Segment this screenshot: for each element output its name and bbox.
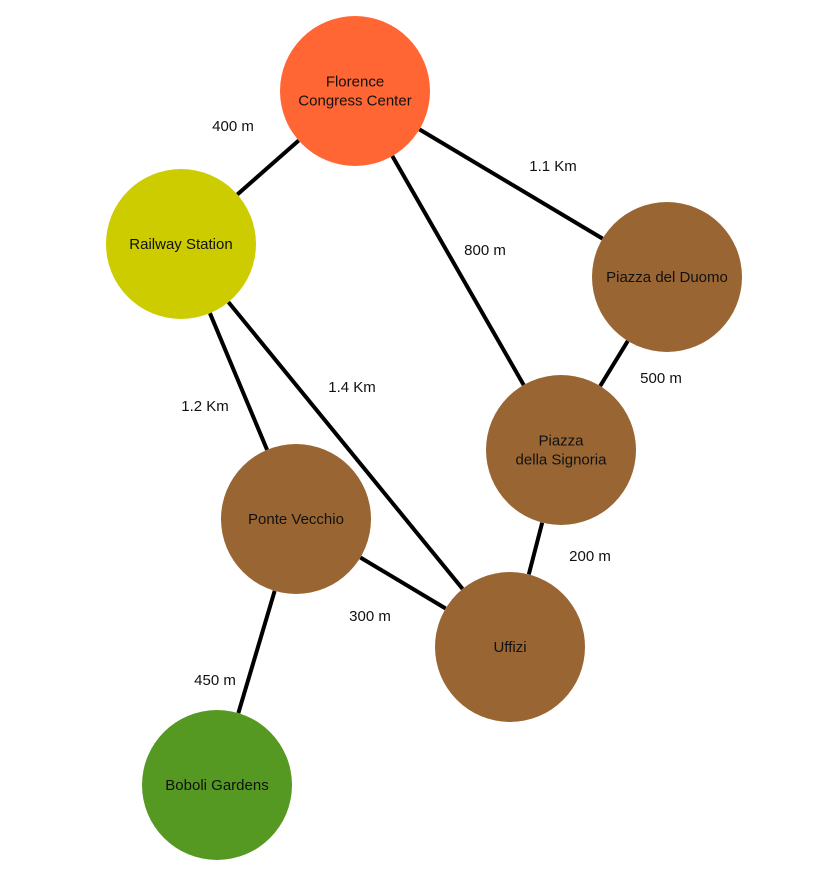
edge-label-railway-uffizi: 1.4 Km (328, 379, 376, 396)
edge-label-signoria-uffizi: 200 m (569, 548, 611, 565)
edge-congress-duomo (418, 127, 604, 241)
edge-label-duomo-signoria: 500 m (640, 370, 682, 387)
node-label-signoria: Piazza (538, 433, 584, 450)
node-duomo: Piazza del Duomo (592, 202, 742, 352)
node-vecchio: Ponte Vecchio (221, 444, 371, 594)
edge-congress-railway (236, 139, 300, 196)
edge-duomo-signoria (598, 339, 630, 388)
edge-label-congress-signoria: 800 m (464, 242, 506, 259)
edge-label-congress-duomo: 1.1 Km (529, 158, 577, 175)
edges-layer (208, 127, 630, 714)
node-circle-signoria (486, 375, 636, 525)
edge-railway-uffizi (226, 300, 465, 591)
node-railway: Railway Station (106, 169, 256, 319)
node-label-duomo: Piazza del Duomo (606, 269, 728, 286)
node-uffizi: Uffizi (435, 572, 585, 722)
edge-label-vecchio-uffizi: 300 m (349, 608, 391, 625)
edge-label-railway-vecchio: 1.2 Km (181, 398, 229, 415)
node-circle-duomo (592, 202, 742, 352)
node-label-railway: Railway Station (129, 236, 232, 253)
node-boboli: Boboli Gardens (142, 710, 292, 860)
edge-railway-vecchio (208, 312, 269, 451)
edge-vecchio-uffizi (359, 555, 447, 611)
edge-vecchio-boboli (236, 590, 277, 714)
node-label-uffizi: Uffizi (493, 639, 526, 656)
node-circle-uffizi (435, 572, 585, 722)
edge-congress-signoria (390, 155, 526, 386)
node-label-boboli: Boboli Gardens (165, 777, 268, 794)
node-label-vecchio: Ponte Vecchio (248, 511, 344, 528)
edge-label-congress-railway: 400 m (212, 118, 254, 135)
node-circle-congress (280, 16, 430, 166)
edge-signoria-uffizi (526, 522, 545, 575)
node-label-congress: Florence (326, 74, 384, 91)
node-circle-railway (106, 169, 256, 319)
edge-label-vecchio-boboli: 450 m (194, 672, 236, 689)
node-signoria: Piazza della Signoria (486, 375, 636, 525)
node-circle-vecchio (221, 444, 371, 594)
edge-labels-layer: 400 m 1.1 Km 800 m 1.2 Km 1.4 Km 500 m 200 m 30… (181, 118, 682, 689)
node-label-congress: Congress Center (298, 93, 411, 110)
node-label-signoria: della Signoria (516, 452, 608, 469)
node-circle-boboli (142, 710, 292, 860)
